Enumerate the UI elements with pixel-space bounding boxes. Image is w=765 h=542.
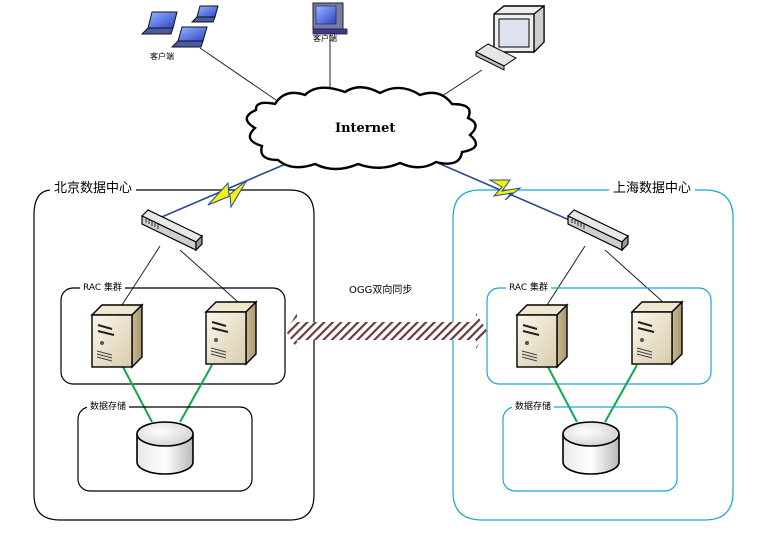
shanghai-datacenter-title: 上海数据中心: [609, 182, 696, 195]
shanghai-rac-cluster-border: [486, 287, 712, 385]
shanghai-storage-label: 数据存储: [512, 403, 555, 412]
shanghai-storage-border: [502, 406, 678, 492]
shanghai-rac-cluster-label: RAC 集群: [506, 284, 552, 293]
workstation-computer-icon: [493, 4, 545, 54]
beijing-storage-border: [77, 406, 253, 492]
database-server-icon: [515, 303, 569, 369]
laptop-icon: [190, 5, 219, 23]
lightning-bolt-icon: [488, 179, 522, 201]
ogg-sync-label: OGG双向同步: [349, 285, 413, 296]
database-server-icon: [630, 300, 684, 366]
network-switch-icon: [140, 209, 204, 252]
beijing-rac-cluster-label: RAC 集群: [80, 284, 126, 293]
laptop-icon: [170, 26, 208, 48]
laptop-clients-label: 客户端: [150, 52, 174, 61]
desktop-client-label: 客户端: [313, 34, 337, 43]
keyboard-icon: [475, 43, 517, 71]
link-laptops-internet: [199, 47, 277, 101]
beijing-storage-label: 数据存储: [87, 403, 130, 412]
beijing-datacenter-border: [33, 189, 315, 521]
internet-label: Internet: [335, 121, 396, 136]
internet-cloud-icon: [245, 86, 478, 171]
desktop-computer-icon: [312, 2, 348, 35]
database-server-icon: [90, 303, 144, 369]
network-switch-icon: [566, 209, 630, 252]
beijing-rac-cluster-border: [60, 287, 286, 385]
link-workstation-internet: [441, 69, 483, 97]
database-disk-icon: [562, 421, 620, 475]
database-disk-icon: [136, 421, 194, 475]
laptop-icon: [140, 11, 178, 35]
beijing-datacenter-title: 北京数据中心: [50, 182, 137, 195]
ogg-sync-arrow: [286, 313, 487, 349]
database-server-icon: [204, 300, 258, 366]
lightning-bolt-icon: [207, 179, 248, 209]
shanghai-datacenter-border: [452, 189, 734, 521]
